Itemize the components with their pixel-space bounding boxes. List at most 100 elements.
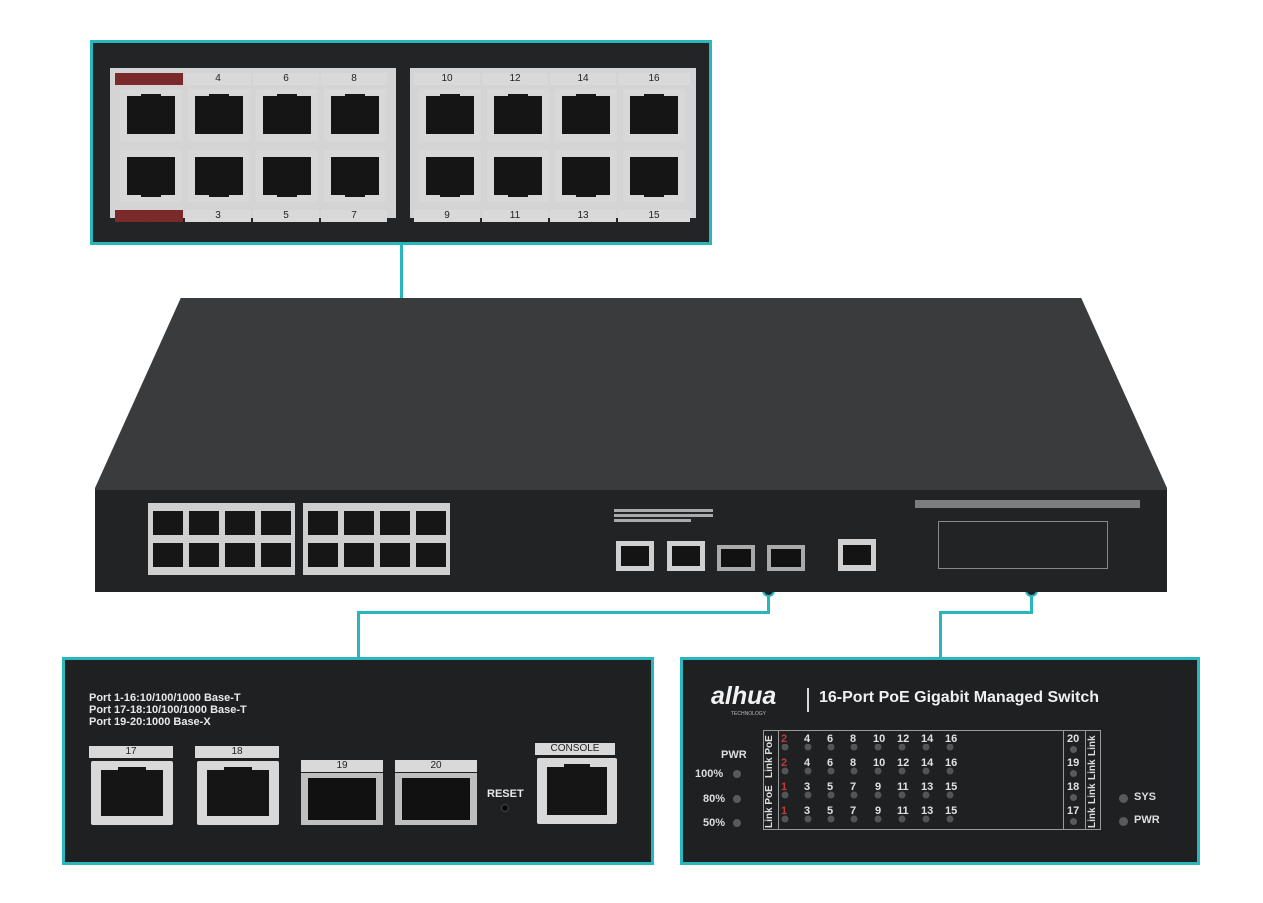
led-num-r1-6: 6 bbox=[827, 733, 834, 745]
led-num-r2-10: 10 bbox=[873, 757, 886, 769]
led-18 bbox=[1070, 794, 1077, 801]
port-label-15: 15 bbox=[618, 210, 690, 222]
rj45-port-15 bbox=[623, 150, 685, 202]
pct-80-label: 80% bbox=[703, 793, 726, 805]
led-num-r3-9: 9 bbox=[875, 781, 882, 793]
port-label-16: 16 bbox=[618, 73, 690, 85]
front-led-box bbox=[938, 521, 1108, 569]
led-num-r4-9: 9 bbox=[875, 805, 882, 817]
port-label-8: 8 bbox=[321, 73, 387, 85]
rj45-port-16 bbox=[623, 89, 685, 141]
uplink-label-17: 17 bbox=[89, 746, 173, 758]
uplink-label-19: 19 bbox=[301, 760, 383, 772]
rj45-port-5 bbox=[256, 150, 318, 202]
pwr-100-led bbox=[733, 770, 741, 778]
port-label-3: 3 bbox=[185, 210, 251, 222]
led-num-r4-7: 7 bbox=[850, 805, 857, 817]
led-num-r4-5: 5 bbox=[827, 805, 834, 817]
led-num-r3-1: 1 bbox=[781, 781, 788, 793]
led-num-r3-3: 3 bbox=[804, 781, 811, 793]
spec-line-2: Port 17-18:10/100/1000 Base-T bbox=[89, 704, 247, 716]
led-num-r3-5: 5 bbox=[827, 781, 834, 793]
link-label-4: Link bbox=[1087, 807, 1098, 828]
rj45-port-7 bbox=[324, 150, 386, 202]
led-19 bbox=[1070, 770, 1077, 777]
connector-line-right-h bbox=[939, 611, 1033, 614]
led-num-r4-13: 13 bbox=[921, 805, 934, 817]
rj45-port-2 bbox=[120, 89, 182, 141]
port-label-6: 6 bbox=[253, 73, 319, 85]
sfp-port-20 bbox=[395, 773, 477, 825]
led-num-r1-14: 14 bbox=[921, 733, 934, 745]
rj45-port-4 bbox=[188, 89, 250, 141]
front-port-17 bbox=[616, 541, 654, 571]
reset-label: RESET bbox=[487, 788, 524, 800]
front-port-grid bbox=[148, 503, 450, 575]
port-label-13: 13 bbox=[550, 210, 616, 222]
led-num-r2-4: 4 bbox=[804, 757, 811, 769]
switch-top-surface bbox=[95, 298, 1167, 488]
front-spec-text bbox=[614, 507, 724, 525]
rj45-port-13 bbox=[555, 150, 617, 202]
led-num-r2-14: 14 bbox=[921, 757, 934, 769]
led-num-r4-3: 3 bbox=[804, 805, 811, 817]
spec-line-3: Port 19-20:1000 Base-X bbox=[89, 716, 211, 728]
led-num-r4-11: 11 bbox=[897, 805, 909, 817]
port-label-4: 4 bbox=[185, 73, 251, 85]
led-num-r3-15: 15 bbox=[945, 781, 958, 793]
front-port-grid-svg bbox=[153, 511, 446, 567]
front-console-port bbox=[838, 539, 876, 571]
product-title: 16-Port PoE Gigabit Managed Switch bbox=[819, 689, 1100, 706]
port-label-11: 11 bbox=[482, 210, 548, 222]
led-num-r1-2: 2 bbox=[781, 733, 788, 745]
port-label-14: 14 bbox=[550, 73, 616, 85]
port-label-10: 10 bbox=[414, 73, 480, 85]
pct-100-label: 100% bbox=[695, 768, 724, 780]
connector-line-right-v2 bbox=[939, 611, 942, 659]
led-num-r4-1: 1 bbox=[781, 805, 788, 817]
front-sfp-20 bbox=[767, 545, 805, 571]
led-num-r2-6: 6 bbox=[827, 757, 834, 769]
link-label-3: Link bbox=[1087, 783, 1098, 804]
uplink-label-20: 20 bbox=[395, 760, 477, 772]
port-label-2: 2 bbox=[115, 73, 183, 85]
led-num-r1-12: 12 bbox=[897, 733, 910, 745]
connector-line-left-h bbox=[357, 611, 770, 614]
led-num-r1-4: 4 bbox=[804, 733, 811, 745]
callout-uplink-ports: Port 1-16:10/100/1000 Base-T Port 17-18:… bbox=[62, 657, 654, 865]
uplink-port-17 bbox=[91, 761, 173, 825]
pct-50-label: 50% bbox=[703, 817, 726, 829]
sys-led bbox=[1119, 794, 1128, 803]
rj45-port-11 bbox=[487, 150, 549, 202]
brand-logo-sub: TECHNOLOGY bbox=[731, 711, 767, 717]
led-num-r1-10: 10 bbox=[873, 733, 886, 745]
port-label-1: 1 bbox=[115, 210, 183, 222]
reset-button bbox=[501, 804, 509, 812]
led-num-r1-8: 8 bbox=[850, 733, 857, 745]
led-num-r3-11: 11 bbox=[897, 781, 909, 793]
connector-line-right-v1 bbox=[1030, 592, 1033, 613]
link-label-2: Link bbox=[1087, 759, 1098, 780]
led-num-17: 17 bbox=[1067, 805, 1080, 817]
rj45-port-9 bbox=[419, 150, 481, 202]
port-label-12: 12 bbox=[482, 73, 548, 85]
led-20 bbox=[1070, 746, 1077, 753]
rj45-port-10 bbox=[419, 89, 481, 141]
led-num-r4-15: 15 bbox=[945, 805, 958, 817]
pwr-50-led bbox=[733, 819, 741, 827]
pwr-led bbox=[1119, 817, 1128, 826]
port-label-9: 9 bbox=[414, 210, 480, 222]
led-grid-box bbox=[763, 730, 1101, 830]
col-label-bottom: Link PoE bbox=[764, 785, 775, 828]
brand-divider bbox=[807, 688, 809, 712]
led-17 bbox=[1070, 818, 1077, 825]
led-num-19: 19 bbox=[1067, 757, 1080, 769]
pwr-label: PWR bbox=[721, 749, 747, 761]
pwr-right-label: PWR bbox=[1134, 814, 1160, 826]
port-label-7: 7 bbox=[321, 210, 387, 222]
led-grid-right-divider-2 bbox=[1085, 730, 1086, 830]
link-label-1: Link bbox=[1087, 735, 1098, 756]
connector-line-left-v1 bbox=[767, 592, 770, 613]
led-num-20: 20 bbox=[1067, 733, 1080, 745]
console-port bbox=[537, 758, 617, 824]
